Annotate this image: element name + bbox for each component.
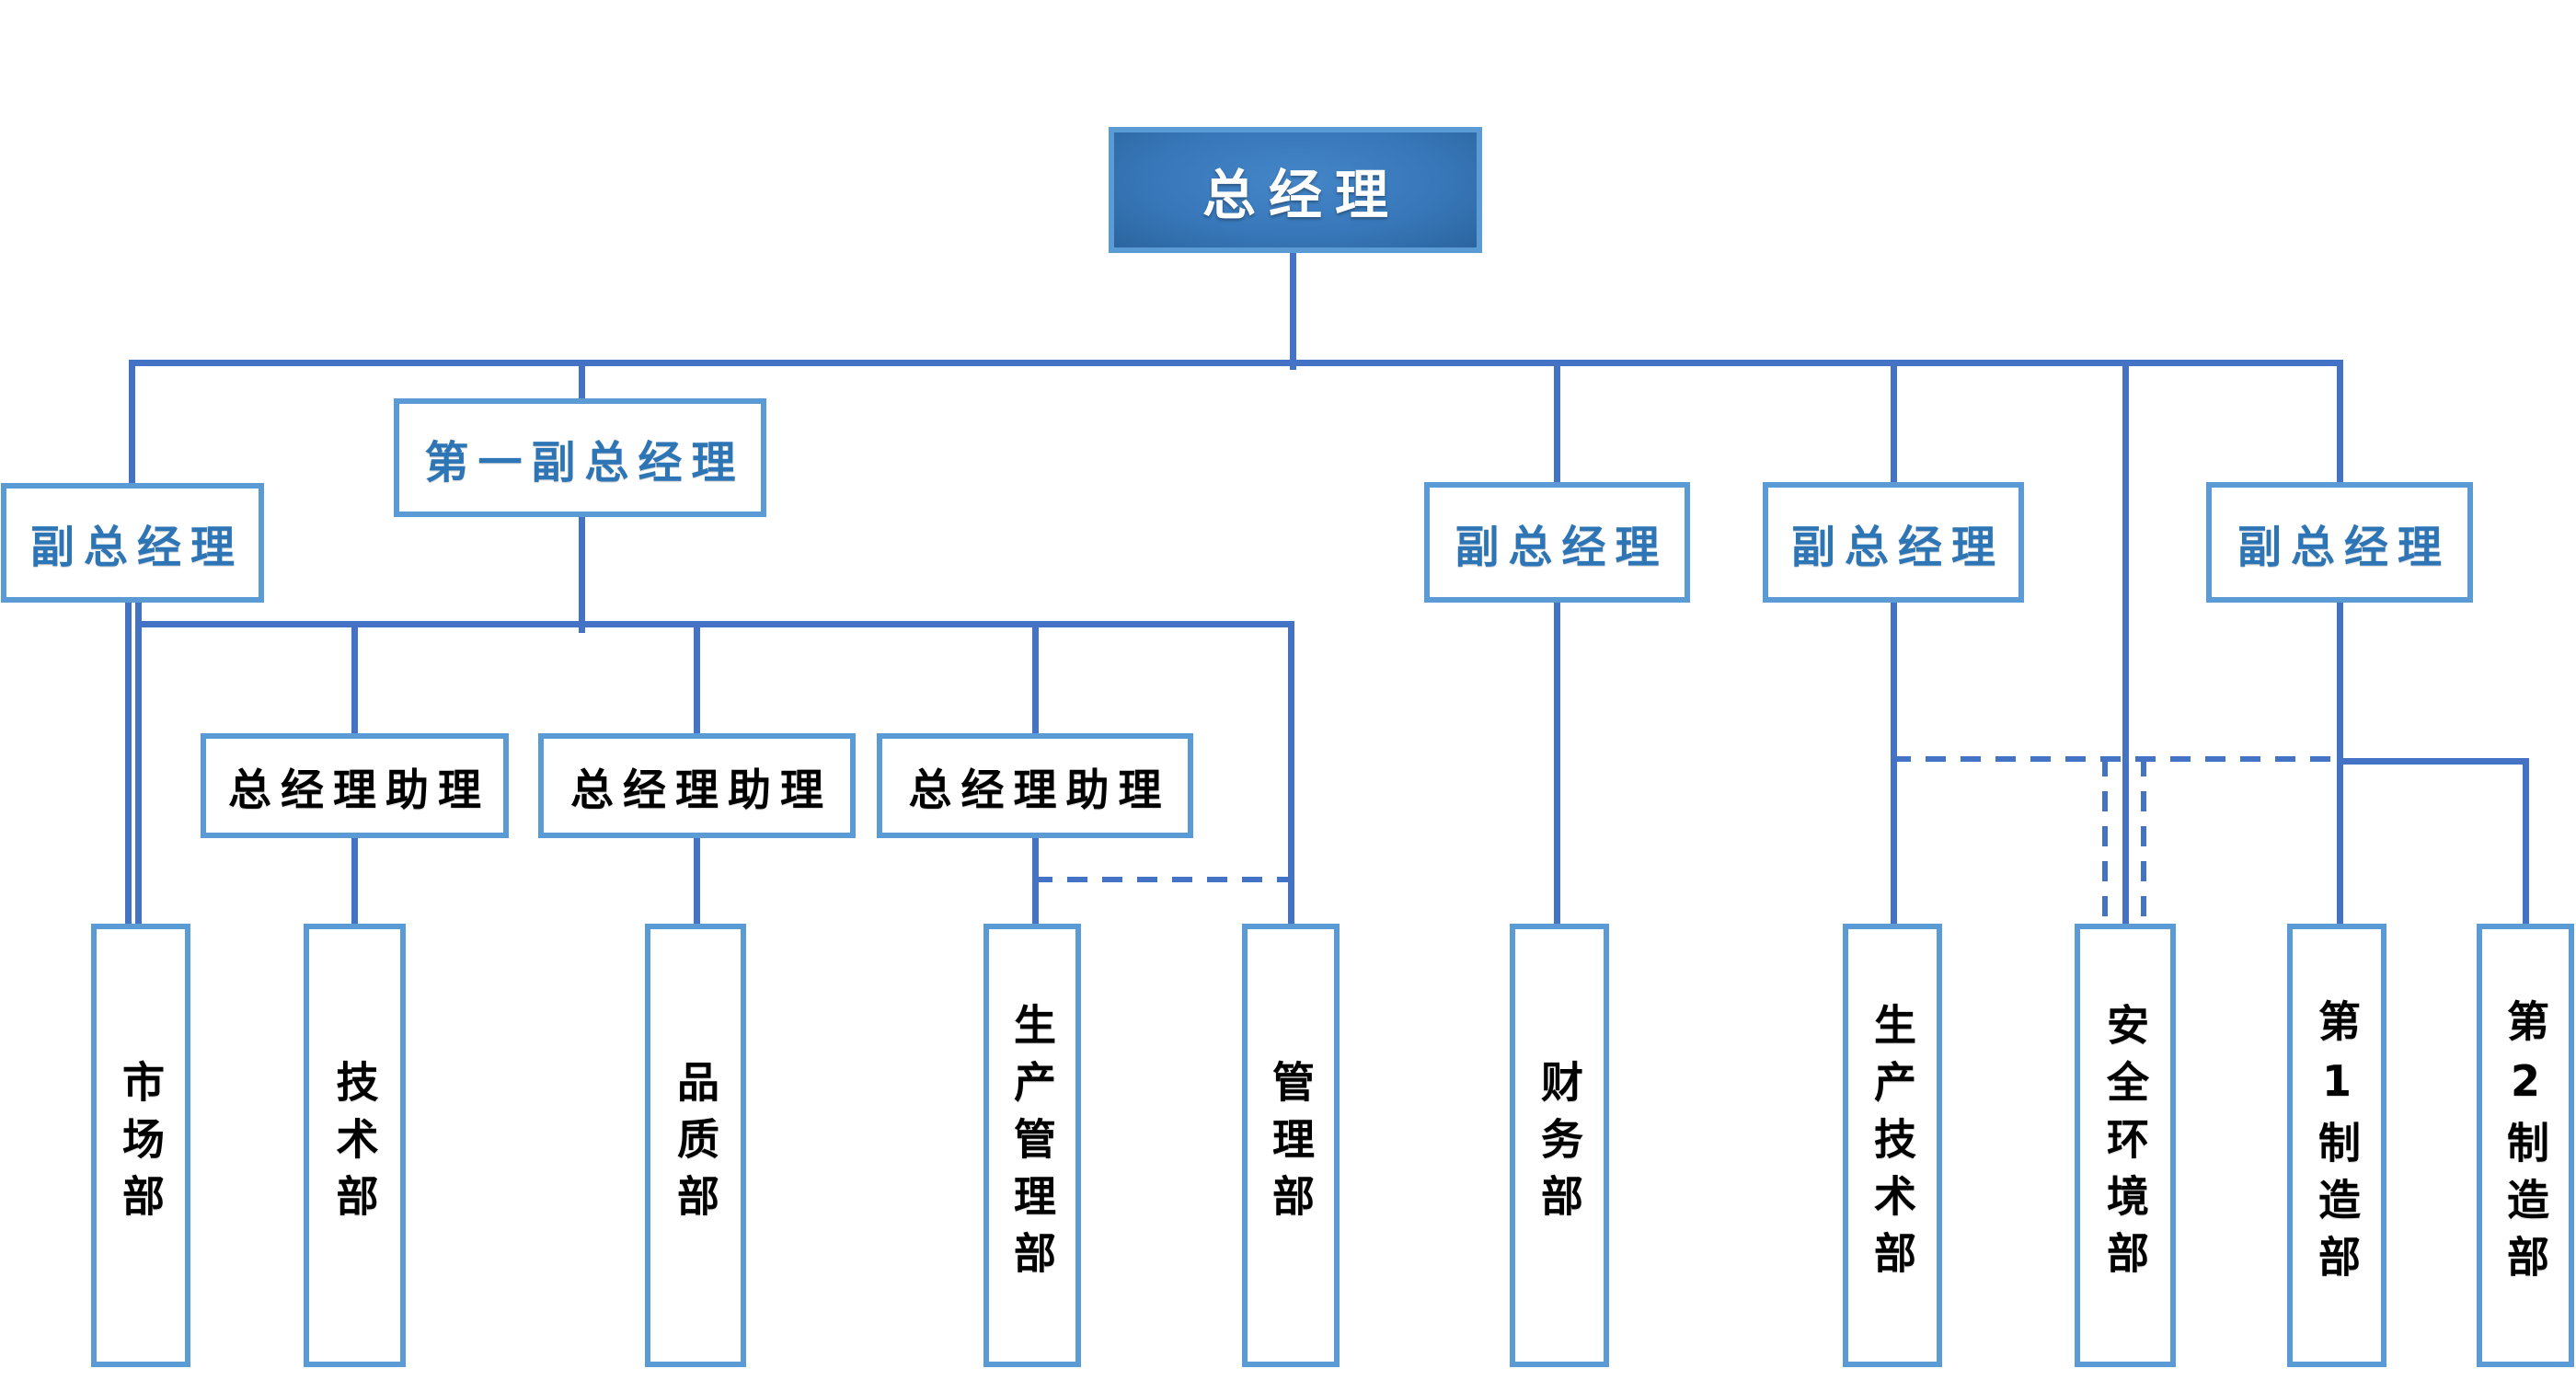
node-quality-dept: 品质部 [645,924,746,1367]
connector-line [1287,620,1294,930]
node-general-manager: 总经理 [1109,127,1482,253]
node-finance-dept: 财务部 [1510,924,1609,1367]
node-gm-assistant-3: 总经理助理 [877,733,1193,838]
node-deputy-general-manager-2: 副总经理 [1424,482,1690,603]
connector-line [693,620,700,740]
connector-line [1289,247,1296,370]
connector-line [351,620,358,740]
connector-line [1553,359,1560,489]
node-safety-environment-dept: 安全环境部 [2075,924,2176,1367]
node-deputy-general-manager-4: 副总经理 [2206,482,2473,603]
node-gm-assistant-2: 总经理助理 [538,733,856,838]
connector-line [124,596,132,930]
connector-line [1553,596,1560,930]
node-gm-assistant-1: 总经理助理 [201,733,509,838]
connector-line [134,620,1294,627]
node-production-management-dept: 生产管理部 [983,924,1081,1367]
node-first-deputy-general-manager: 第一副总经理 [394,398,766,517]
node-technology-dept: 技术部 [304,924,406,1367]
connector-line [1890,359,1897,489]
connector-line-dashed [2102,756,2108,929]
connector-line-dashed [1891,756,2342,762]
node-no1-manufacturing-dept: 第1制造部 [2287,924,2386,1367]
connector-line [693,832,700,930]
node-no2-manufacturing-dept: 第2制造部 [2477,924,2574,1367]
connector-line [128,359,135,489]
connector-line [578,511,585,633]
node-deputy-general-manager-3: 副总经理 [1763,482,2024,603]
connector-line [351,832,358,930]
node-management-dept: 管理部 [1242,924,1340,1367]
connector-line [1031,620,1039,740]
connector-line-dashed [2141,756,2146,929]
connector-line [2336,359,2343,489]
node-marketing-dept: 市场部 [91,924,190,1367]
connector-line [2122,359,2129,930]
node-production-technology-dept: 生产技术部 [1843,924,1942,1367]
connector-line [134,599,142,930]
connector-line [2522,757,2529,930]
connector-line [578,359,585,405]
node-deputy-general-manager-1: 副总经理 [1,483,264,603]
connector-line [128,359,2343,366]
connector-line-dashed [1032,877,1294,882]
connector-line [2336,757,2529,765]
connector-line [1890,596,1897,930]
